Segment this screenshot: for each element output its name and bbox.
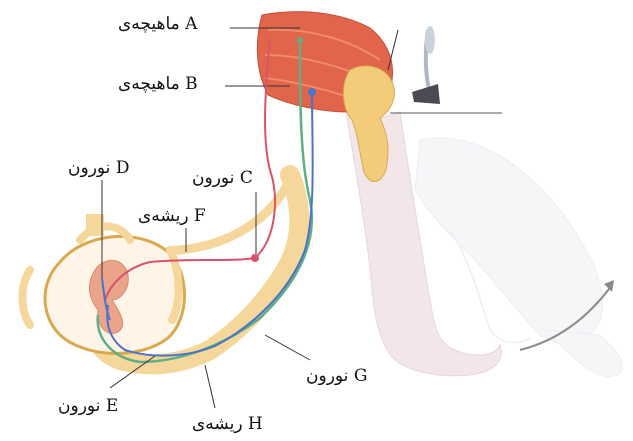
label-muscle-a: ماهیچه‌ی A	[118, 14, 197, 34]
pointer-knee	[388, 30, 398, 70]
label-muscle-b: ماهیچه‌ی B	[118, 74, 198, 94]
label-neuron-g: نورون G	[306, 366, 367, 386]
pointer-neuron-g	[265, 335, 310, 360]
muscle-a-ending	[297, 37, 303, 43]
label-neuron-c: نورون C	[192, 168, 253, 188]
spinal-root-top	[86, 214, 104, 236]
label-neuron-d: نورون D	[68, 158, 129, 178]
ghost-leg	[415, 138, 622, 376]
label-fiber-f: ریشه‌ی F	[138, 206, 206, 226]
label-fiber-h: ریشه‌ی H	[192, 414, 263, 434]
reflex-hammer	[412, 26, 440, 104]
pointer-fiber-h	[205, 365, 215, 408]
muscle-b-ending	[308, 88, 316, 96]
label-neuron-e: نورون E	[58, 396, 118, 416]
neuron-c-cellbody	[251, 254, 259, 262]
